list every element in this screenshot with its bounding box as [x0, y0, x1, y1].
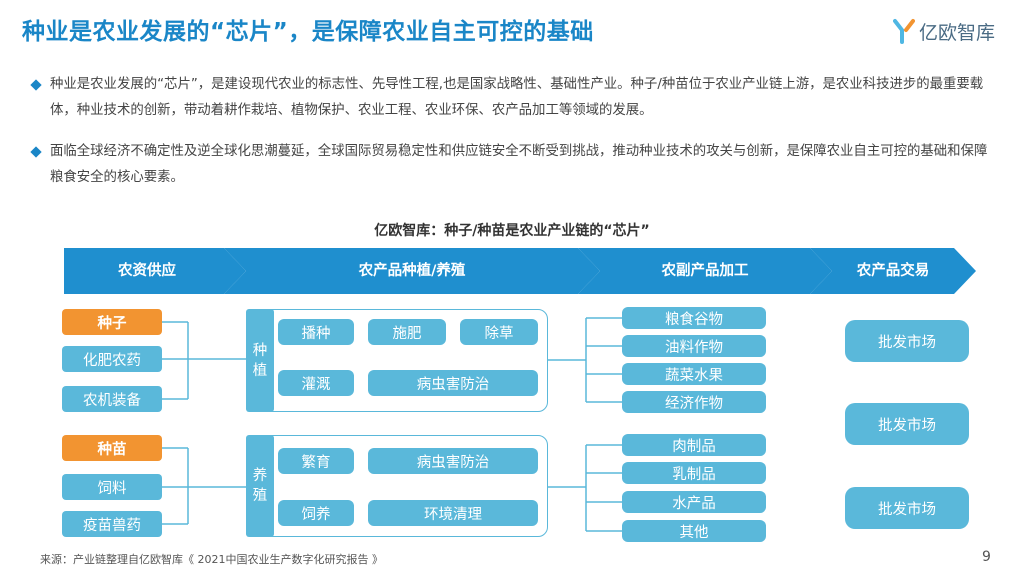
planting-label-text: 种 植: [252, 342, 268, 379]
breeding-activity: 繁育: [278, 448, 354, 474]
market-box: 批发市场: [845, 403, 969, 445]
brand-name: 亿欧智库: [919, 21, 996, 44]
stage-arrow-farming: 农产品种植/养殖: [224, 248, 600, 294]
breeding-activity: 病虫害防治: [368, 448, 538, 474]
supply-item-seedling: 种苗: [62, 435, 162, 461]
planting-label: 种 植: [246, 309, 274, 412]
market-box: 批发市场: [845, 487, 969, 529]
chevron-arrow-icon: [64, 248, 246, 294]
stage-arrow-supply: 农资供应: [64, 248, 246, 294]
bullet-point-1: 种业是农业发展的“芯片”，是建设现代农业的标志性、先导性工程,也是国家战略性、基…: [30, 72, 1000, 124]
planting-activity: 灌溉: [278, 370, 354, 396]
bullet-text-1: 种业是农业发展的“芯片”，是建设现代农业的标志性、先导性工程,也是国家战略性、基…: [50, 77, 984, 118]
processing-item: 蔬菜水果: [622, 363, 766, 385]
planting-activity: 病虫害防治: [368, 370, 538, 396]
processing-item: 经济作物: [622, 391, 766, 413]
chevron-arrow-icon: [810, 248, 976, 294]
source-note: 来源：产业链整理自亿欧智库《 2021中国农业生产数字化研究报告 》: [40, 553, 383, 566]
diagram-title: 亿欧智库：种子/种苗是农业产业链的“芯片”: [374, 223, 650, 239]
processing-item: 乳制品: [622, 462, 766, 484]
supply-item-seed: 种子: [62, 309, 162, 335]
planting-activity: 施肥: [368, 319, 446, 345]
processing-item: 其他: [622, 520, 766, 542]
breeding-activity: 饲养: [278, 500, 354, 526]
stage-label: 农产品交易: [856, 263, 930, 279]
yiou-logo-icon: [893, 19, 915, 44]
supply-item: 疫苗兽药: [62, 511, 162, 537]
breeding-label-text: 养 殖: [252, 468, 268, 504]
bullet-point-2: 面临全球经济不确定性及逆全球化思潮蔓延，全球国际贸易稳定性和供应链安全不断受到挑…: [30, 139, 1000, 191]
breeding-activity: 环境清理: [368, 500, 538, 526]
breeding-label: 养 殖: [246, 435, 274, 537]
bullet-text-2: 面临全球经济不确定性及逆全球化思潮蔓延，全球国际贸易稳定性和供应链安全不断受到挑…: [50, 144, 988, 185]
processing-item: 肉制品: [622, 434, 766, 456]
processing-item: 粮食谷物: [622, 307, 766, 329]
market-box: 批发市场: [845, 320, 969, 362]
chevron-arrow-icon: [224, 248, 600, 294]
page-number: 9: [982, 549, 991, 565]
stage-label: 农资供应: [118, 263, 176, 279]
supply-item: 化肥农药: [62, 346, 162, 372]
stage-label: 农副产品加工: [661, 263, 749, 279]
stage-arrow-trading: 农产品交易: [810, 248, 976, 294]
chevron-arrow-icon: [578, 248, 832, 294]
processing-item: 油料作物: [622, 335, 766, 357]
supply-item: 农机装备: [62, 386, 162, 412]
stage-label: 农产品种植/养殖: [358, 263, 466, 279]
planting-activity: 播种: [278, 319, 354, 345]
stage-arrow-processing: 农副产品加工: [578, 248, 832, 294]
supply-item: 饲料: [62, 474, 162, 500]
page-title: 种业是农业发展的“芯片”，是保障农业自主可控的基础: [22, 19, 594, 45]
planting-activity: 除草: [460, 319, 538, 345]
brand-logo: 亿欧智库: [893, 16, 995, 46]
processing-item: 水产品: [622, 491, 766, 513]
